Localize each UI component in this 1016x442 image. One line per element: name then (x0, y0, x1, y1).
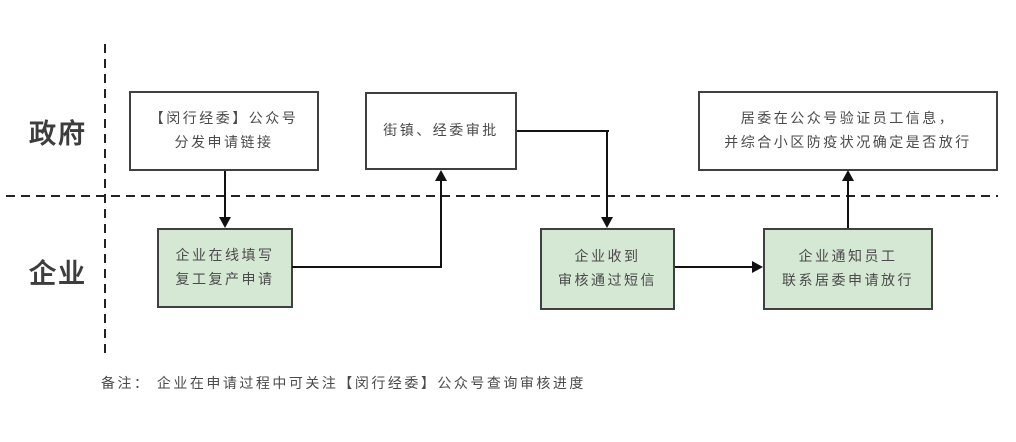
lane-divider-horizontal (6, 195, 998, 197)
node-text-line: 审核通过短信 (558, 272, 657, 288)
node-gov-verify-release: 居委在公众号验证员工信息， 并综合小区防疫状况确定是否放行 (698, 91, 998, 171)
lane-label-government: 政府 (29, 119, 87, 149)
node-gov-distribute-link: 【闵行经委】公众号 分发申请链接 (129, 91, 319, 171)
edge-sms-to-notify-line (675, 266, 753, 268)
node-gov-approval: 街镇、经委审批 (365, 92, 517, 170)
footer-note: 备注： 企业在申请过程中可关注【闵行经委】公众号查询审核进度 (101, 375, 586, 391)
edge-apply-to-approval-hline (292, 266, 442, 268)
arrowhead-right-icon (752, 261, 763, 273)
arrowhead-up-icon (435, 170, 447, 181)
node-text-line: 企业通知员工 (798, 248, 898, 265)
edge-apply-to-approval-vline (440, 180, 442, 268)
arrowhead-up-icon (842, 170, 854, 181)
arrowhead-down-icon (601, 217, 613, 228)
node-text-line: 企业在线填写 (175, 247, 275, 264)
edge-notify-to-verify-line (847, 181, 849, 228)
node-text-line: 分发申请链接 (174, 134, 274, 150)
node-ent-online-apply: 企业在线填写 复工复产申请 (157, 228, 293, 308)
node-text-line: 联系居委申请放行 (782, 272, 914, 288)
node-ent-receive-sms: 企业收到 审核通过短信 (540, 228, 675, 310)
node-text-line: 居委在公众号验证员工信息， (740, 110, 956, 127)
edge-approval-to-sms-hline (517, 130, 609, 132)
lane-divider-vertical (104, 44, 106, 355)
lane-label-enterprise: 企业 (29, 259, 87, 289)
edge-distribute-to-apply-line (224, 171, 226, 217)
node-ent-notify-staff: 企业通知员工 联系居委申请放行 (763, 228, 933, 310)
node-text-line: 街镇、经委审批 (383, 122, 499, 139)
node-text-line: 【闵行经委】公众号 (149, 110, 299, 127)
node-text-line: 复工复产申请 (175, 271, 275, 287)
arrowhead-down-icon (219, 217, 231, 228)
node-text-line: 并综合小区防疫状况确定是否放行 (724, 134, 972, 150)
edge-approval-to-sms-vline (606, 130, 608, 217)
node-text-line: 企业收到 (574, 248, 641, 265)
